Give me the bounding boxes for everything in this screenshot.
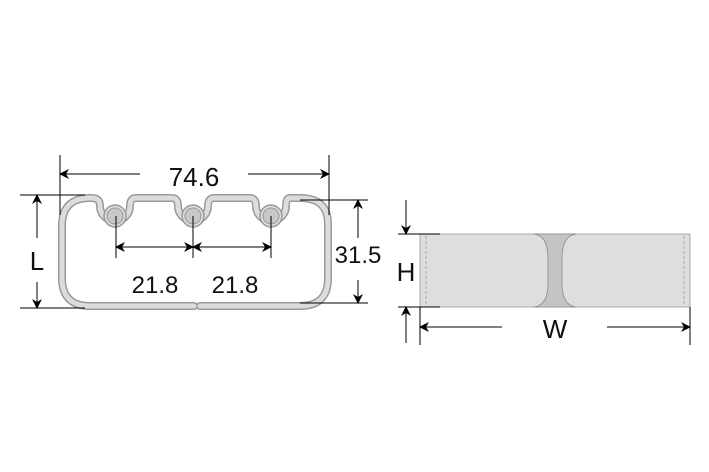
length-label: L xyxy=(30,246,44,276)
pitch-right-value: 21.8 xyxy=(212,272,259,299)
dimension-pitch xyxy=(115,216,272,258)
tube-hole-1 xyxy=(103,204,127,228)
dimension-length xyxy=(20,194,85,309)
height-label: H xyxy=(397,257,416,287)
dimension-overall-width xyxy=(59,155,330,215)
dimension-inner-height xyxy=(300,199,368,304)
side-view: H W xyxy=(397,200,691,345)
inner-height-value: 31.5 xyxy=(335,242,382,269)
overall-width-value: 74.6 xyxy=(169,162,220,192)
dimension-height xyxy=(398,200,691,345)
pitch-left-value: 21.8 xyxy=(132,272,179,299)
front-view: 74.6 L 31.5 21.8 21.8 xyxy=(20,155,382,310)
width-label: W xyxy=(543,314,568,344)
